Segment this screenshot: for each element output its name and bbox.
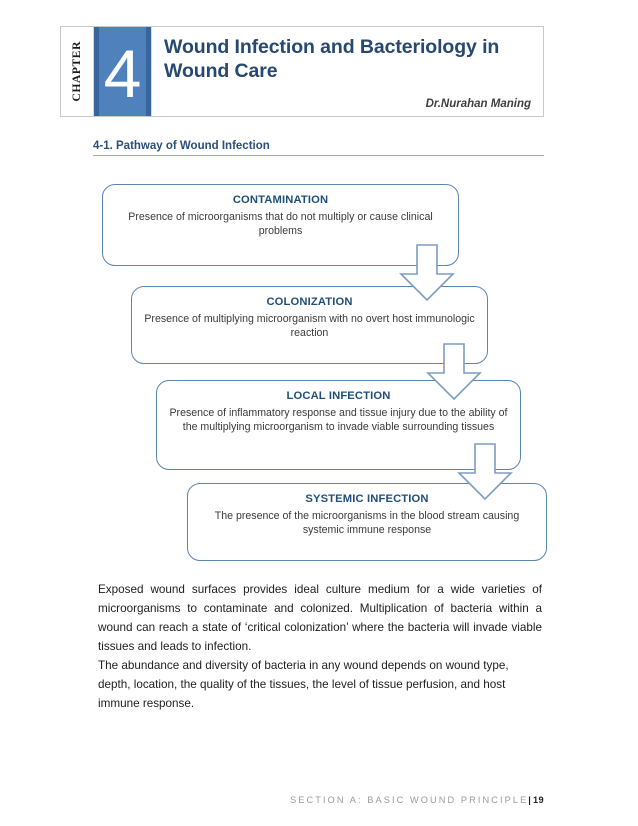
chapter-title-cell: Wound Infection and Bacteriology in Woun… [151, 27, 543, 116]
chapter-label-cell: CHAPTER [61, 27, 94, 116]
page-footer: SECTION A: BASIC WOUND PRINCIPLE|19 [98, 795, 544, 805]
down-arrow-icon [426, 343, 482, 401]
flow-step-title: COLONIZATION [266, 296, 353, 308]
chapter-number: 4 [103, 35, 142, 112]
chapter-label: CHAPTER [71, 41, 83, 102]
down-arrow-icon [457, 443, 513, 501]
page-title: Wound Infection and Bacteriology in Woun… [164, 36, 500, 83]
flow-step-description: Presence of microorganisms that do not m… [128, 211, 433, 238]
body-paragraph-1: Exposed wound surfaces provides ideal cu… [98, 583, 542, 653]
flow-step-contamination: CONTAMINATION Presence of microorganisms… [102, 184, 459, 266]
flow-step-description: Presence of inflammatory response and ti… [169, 407, 508, 434]
footer-separator: | [528, 795, 533, 805]
chapter-number-block: 4 [94, 27, 151, 116]
body-text-block: Exposed wound surfaces provides ideal cu… [98, 581, 542, 714]
flow-step-title: CONTAMINATION [232, 194, 329, 206]
author-byline: Dr.Nurahan Maning [425, 98, 531, 110]
flow-step-description: Presence of multiplying microorganism wi… [144, 313, 475, 340]
section-heading: 4-1. Pathway of Wound Infection [93, 140, 544, 156]
flow-step-title: LOCAL INFECTION [286, 390, 391, 402]
flow-step-local-infection: LOCAL INFECTION Presence of inflammatory… [156, 380, 521, 470]
flow-step-description: The presence of the microorganisms in th… [214, 510, 520, 537]
section-heading-wrapper: 4-1. Pathway of Wound Infection [93, 140, 544, 156]
body-paragraph-2: The abundance and diversity of bacteria … [98, 658, 509, 710]
chapter-header-banner: CHAPTER 4 Wound Infection and Bacteriolo… [60, 26, 544, 117]
down-arrow-icon [399, 244, 455, 302]
footer-section-label: SECTION A: BASIC WOUND PRINCIPLE [290, 795, 529, 805]
flow-step-title: SYSTEMIC INFECTION [305, 493, 429, 505]
footer-page-number: 19 [532, 795, 544, 805]
